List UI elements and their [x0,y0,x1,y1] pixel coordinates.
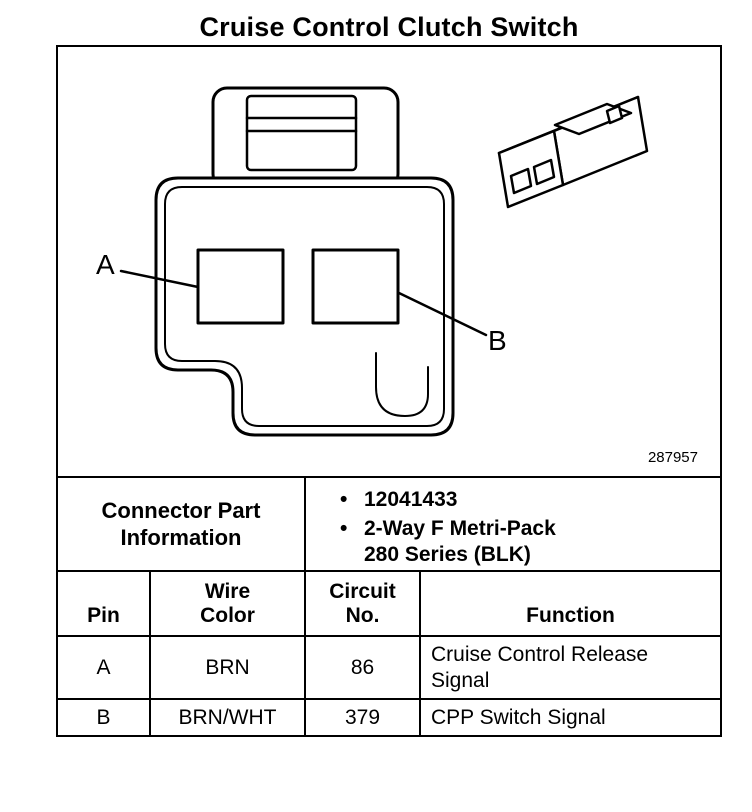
list-item: • 12041433 [340,487,720,513]
figure-number: 287957 [647,449,698,466]
function-value: Cruise Control Release Signal [431,642,649,692]
3d-latch-window [605,104,624,125]
connector-figure-box: A B 287957 Connector Part Information • … [56,45,722,737]
diagram-panel: A B 287957 [58,47,720,478]
connector-front-view [119,86,488,437]
wire-color-value: BRN/WHT [151,700,306,735]
pin-table-header-row: Pin Wire Color Circuit No. Function [58,572,720,637]
list-item: • 2-Way F Metri-Pack 280 Series (BLK) [340,516,720,568]
circuit-no-value: 86 [306,637,421,698]
column-header-pin: Pin [58,572,151,635]
pin-a-label: A [96,249,115,280]
column-header-wire-color: Wire Color [151,572,306,635]
bullet-icon: • [340,488,348,511]
connector-part-list-cell: • 12041433 • 2-Way F Metri-Pack 280 Seri… [306,478,720,570]
connector-top-tab [211,86,400,190]
connector-info-header: Connector Part Information [101,497,261,551]
wire-color-value: BRN [151,637,306,698]
3d-cavity-hole-a [509,167,533,195]
pin-b-label: B [488,325,507,356]
3d-cavity-hole-b [532,158,556,186]
part-number: 12041433 [364,488,458,511]
bullet-icon: • [340,517,348,540]
connector-diagram [119,86,649,437]
pin-value: B [58,700,151,735]
page-title: Cruise Control Clutch Switch [199,12,579,42]
table-row-pin-b: B BRN/WHT 379 CPP Switch Signal [58,700,720,735]
connector-type: 2-Way F Metri-Pack 280 Series (BLK) [364,517,556,566]
connector-top-tab-inner [245,94,358,172]
table-row-pin-a: A BRN 86 Cruise Control Release Signal [58,637,720,700]
connector-body-outline [154,176,455,437]
connector-info-header-cell: Connector Part Information [58,478,306,570]
circuit-no-value: 379 [306,700,421,735]
column-header-circuit-no: Circuit No. [306,572,421,635]
connector-info-row: Connector Part Information • 12041433 • … [58,478,720,572]
pin-value: A [58,637,151,698]
connector-body-inner-outline [164,186,445,427]
leader-line-a [119,269,200,289]
pin-cavity-a [196,248,285,325]
connector-3d-view [497,95,649,209]
function-value: CPP Switch Signal [431,705,606,729]
connector-body-hook-detail [375,352,429,417]
leader-line-b [397,291,488,337]
column-header-function: Function [526,604,615,627]
pin-cavity-b [311,248,400,325]
